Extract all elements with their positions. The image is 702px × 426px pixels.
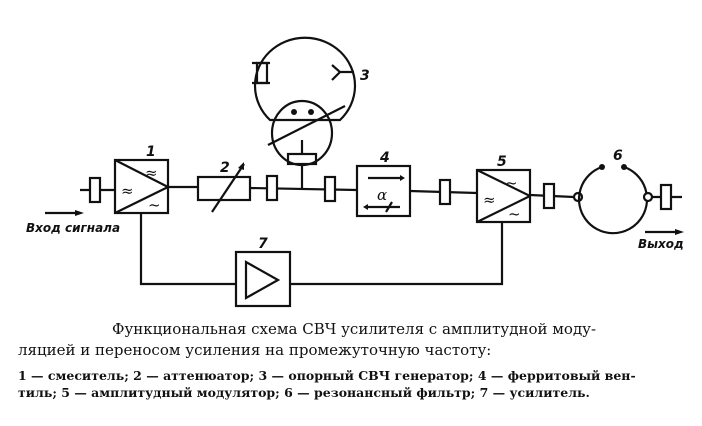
- label-4: 4: [379, 150, 390, 166]
- label-2: 2: [220, 160, 230, 176]
- caption-line-2: ляцией и переносом усиления на промежуто…: [18, 341, 492, 359]
- flange: [323, 175, 337, 203]
- input-label: Вход сигнала: [26, 221, 120, 235]
- tuning-arrow: [267, 105, 346, 146]
- ferrite-isolator-block-4: α: [355, 164, 412, 218]
- attenuator-block-2: [196, 162, 252, 213]
- flange: [265, 174, 279, 202]
- output-label: Выход: [638, 237, 684, 251]
- resonant-filter-6: [572, 164, 654, 235]
- if-line: [290, 222, 504, 286]
- caption-line-1: Функциональная схема СВЧ усилителя с амп…: [112, 320, 597, 338]
- caption-legend-2: тиль; 5 — амплитудный модулятор; 6 — рез…: [18, 385, 590, 400]
- wave-symbol: ≈: [483, 191, 496, 209]
- tilde-symbol: ~: [505, 174, 518, 192]
- amplitude-modulator-block-5: ~ ≈ ~: [475, 168, 532, 224]
- wave-symbol: ≈: [145, 164, 158, 182]
- if-line: [139, 213, 236, 286]
- tunable-resonator: [270, 99, 334, 167]
- flange: [542, 182, 556, 210]
- label-7: 7: [258, 236, 268, 252]
- caption-legend-1: 1 — смеситель; 2 — аттенюатор; 3 — опорн…: [18, 368, 636, 383]
- wave-symbol: ≈: [121, 182, 134, 200]
- flange: [659, 183, 673, 211]
- reference-generator-3: [252, 36, 357, 122]
- mixer-block-1: ≈ ≈ ~: [113, 158, 170, 215]
- label-3: 3: [360, 68, 370, 84]
- label-1: 1: [146, 144, 156, 160]
- label-6: 6: [613, 148, 623, 164]
- label-5: 5: [497, 154, 507, 170]
- tilde-symbol: ~: [508, 205, 521, 223]
- flange: [438, 178, 452, 206]
- alpha-symbol: α: [377, 186, 387, 204]
- amplifier-block-7: [234, 250, 292, 308]
- tilde-symbol: ~: [148, 196, 161, 214]
- flange: [88, 176, 102, 204]
